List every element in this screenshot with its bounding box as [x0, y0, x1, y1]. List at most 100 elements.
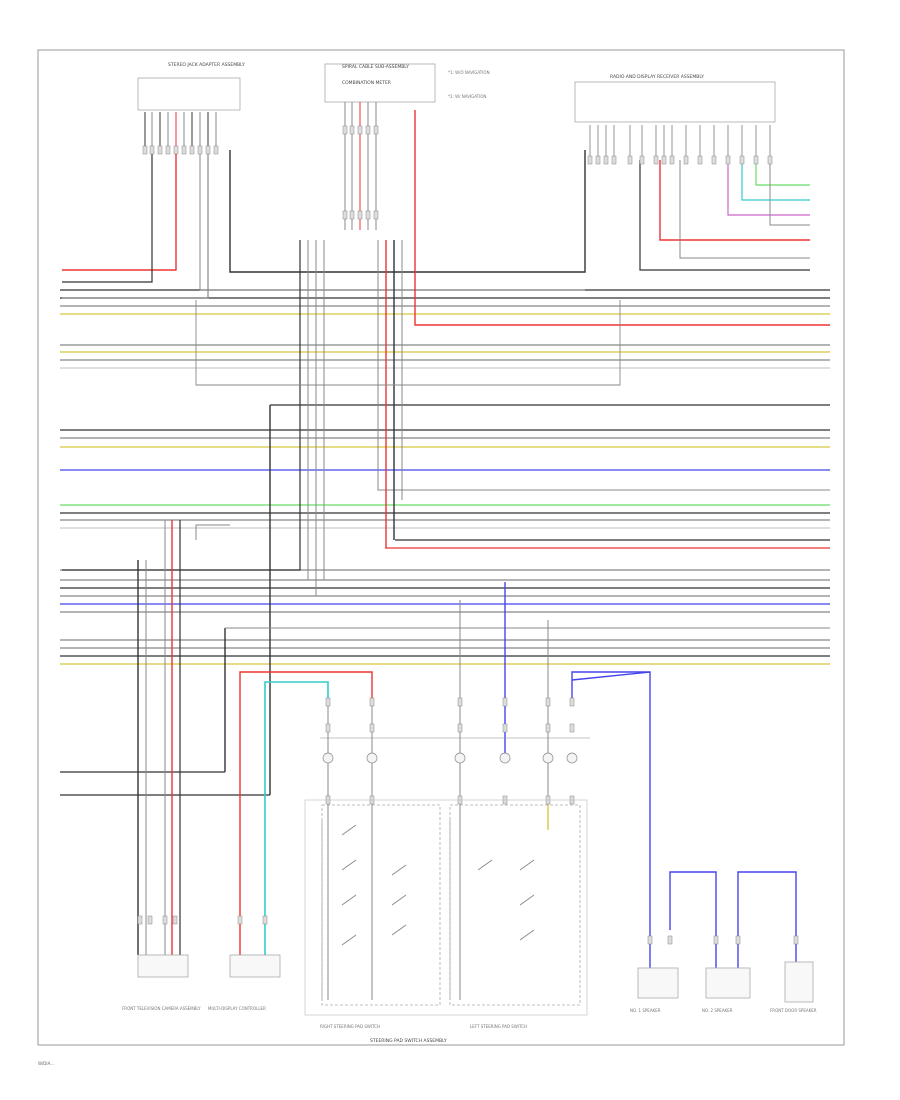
connector-pin: [753, 155, 759, 165]
wire-100: [571, 671, 651, 930]
connector-pin: [349, 210, 355, 220]
terminal-circle: [366, 752, 378, 764]
note-2: *2: W/ NAVIGATION: [448, 94, 486, 99]
connector-pin: [181, 145, 187, 155]
connector-pin: [502, 723, 508, 733]
connector-pin: [365, 210, 371, 220]
connector-pin: [365, 125, 371, 135]
right-steering-pad-switch-box: [321, 804, 441, 1006]
label-bottom-3: RIGHT STEERING PAD SWITCH: [320, 1024, 380, 1029]
connector-pin: [735, 935, 741, 945]
wire-51: [414, 110, 830, 326]
connector-pin: [611, 155, 617, 165]
connector-pin: [237, 915, 243, 925]
terminal-circle: [499, 752, 511, 764]
wire-111: [477, 859, 493, 871]
connector-pin: [357, 210, 363, 220]
connector-pin: [653, 155, 659, 165]
pin-group: [137, 125, 799, 945]
connector-top-left: [137, 77, 241, 111]
wire-116: [669, 871, 717, 968]
label-bottom-5: NO. 1 SPEAKER: [630, 1008, 661, 1013]
connector-pin: [189, 145, 195, 155]
wire-104: [341, 824, 357, 836]
wire-71: [755, 160, 810, 186]
connector-pin: [669, 155, 675, 165]
connector-pin: [697, 155, 703, 165]
diagram-frame: [37, 49, 845, 1046]
front-camera-box: [137, 954, 189, 978]
connector-pin: [197, 145, 203, 155]
connector-pin: [205, 145, 211, 155]
connector-pin: [142, 145, 148, 155]
connector-pin: [157, 145, 163, 155]
connector-pin: [457, 697, 463, 707]
connector-pin: [147, 915, 153, 925]
wire-70: [741, 160, 810, 201]
connector-pin: [661, 155, 667, 165]
steering-pad-outer-box: [304, 799, 588, 1016]
connector-pin: [683, 155, 689, 165]
wire-114: [519, 929, 535, 941]
wire-45: [199, 150, 585, 291]
connector-pin: [502, 697, 508, 707]
wire-105: [341, 859, 357, 871]
connector-top-center: [324, 63, 436, 103]
connector-pin: [739, 155, 745, 165]
connector-pin: [342, 210, 348, 220]
wire-117: [737, 871, 797, 968]
wire-group: [60, 102, 830, 1000]
label-top-left: STEREO JACK ADAPTER ASSEMBLY: [168, 62, 245, 68]
speaker-1-box: [637, 967, 679, 999]
connector-pin: [162, 915, 168, 925]
wire-113: [519, 894, 535, 906]
connector-pin: [172, 915, 178, 925]
wire-107: [341, 934, 357, 946]
wire-74: [679, 160, 810, 259]
connector-pin: [725, 155, 731, 165]
connector-pin: [711, 155, 717, 165]
connector-pin: [569, 697, 575, 707]
wire-72: [769, 160, 810, 226]
wire-106: [341, 894, 357, 906]
connector-pin: [639, 155, 645, 165]
connector-pin: [262, 915, 268, 925]
label-top-center-1: SPIRAL CABLE SUB-ASSEMBLY: [342, 64, 409, 70]
speaker-3-box: [784, 961, 814, 1003]
connector-pin: [595, 155, 601, 165]
connector-pin: [325, 697, 331, 707]
wire-79: [377, 240, 830, 491]
terminal-circle: [566, 752, 578, 764]
terminal-circle: [542, 752, 554, 764]
connector-pin: [713, 935, 719, 945]
left-steering-pad-switch-box: [449, 804, 581, 1006]
terminal-circle: [454, 752, 466, 764]
wire-75: [62, 240, 301, 571]
wire-73: [639, 160, 810, 271]
connector-pin: [767, 155, 773, 165]
bottom-label: STEERING PAD SWITCH ASSEMBLY: [370, 1038, 447, 1044]
connector-pin: [349, 125, 355, 135]
connector-pin: [373, 125, 379, 135]
connector-pin: [173, 145, 179, 155]
connector-pin: [165, 145, 171, 155]
wire-110: [391, 924, 407, 936]
wire-94: [264, 681, 329, 960]
wire-69: [727, 160, 810, 216]
connector-pin: [457, 723, 463, 733]
connector-pin: [793, 935, 799, 945]
page-footer: W/DIA...: [38, 1061, 55, 1066]
connector-pin: [342, 125, 348, 135]
connector-pin: [149, 145, 155, 155]
connector-pin: [627, 155, 633, 165]
label-bottom-2: MULTI-DISPLAY CONTROLLER: [208, 1006, 266, 1011]
connector-pin: [325, 723, 331, 733]
wire-92: [195, 524, 230, 540]
connector-pin: [137, 915, 143, 925]
connector-pin: [357, 125, 363, 135]
wire-41: [62, 150, 177, 271]
wire-112: [519, 859, 535, 871]
connector-pin: [587, 155, 593, 165]
connector-pin: [545, 723, 551, 733]
